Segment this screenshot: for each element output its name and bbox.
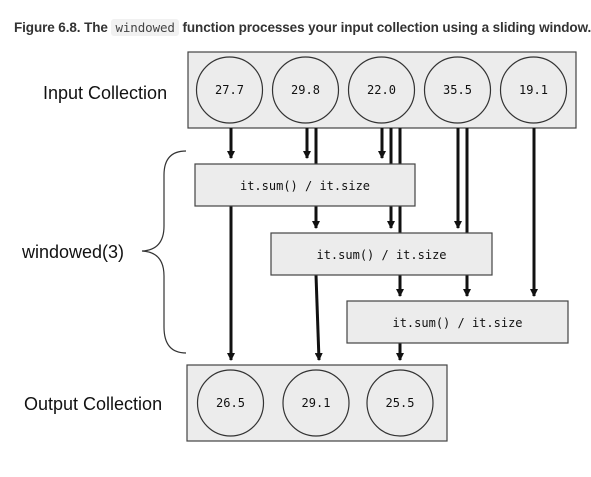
input-item: 27.7 — [195, 56, 264, 124]
input-collection-label: Input Collection — [43, 83, 167, 103]
caption-prefix: Figure 6.8. The — [14, 20, 108, 35]
caption-suffix: function processes your input collection… — [182, 20, 591, 35]
output-item: 26.5 — [196, 369, 265, 437]
output-collection: 26.5 29.1 25.5 — [186, 364, 448, 442]
input-value: 19.1 — [519, 83, 548, 97]
input-item: 35.5 — [423, 56, 492, 124]
input-value: 35.5 — [443, 83, 472, 97]
input-item: 19.1 — [499, 56, 568, 124]
input-collection: 27.7 29.8 22.0 35.5 19.1 — [187, 51, 577, 129]
output-value: 25.5 — [386, 396, 415, 410]
output-item: 29.1 — [282, 369, 350, 437]
windowed-label: windowed(3) — [21, 242, 124, 262]
window-op-box: it.sum() / it.size — [194, 163, 416, 207]
output-collection-label: Output Collection — [24, 394, 162, 414]
window-op-box: it.sum() / it.size — [346, 300, 569, 344]
input-value: 22.0 — [367, 83, 396, 97]
output-value: 26.5 — [216, 396, 245, 410]
input-value: 27.7 — [215, 83, 244, 97]
input-value: 29.8 — [291, 83, 320, 97]
window-op-box: it.sum() / it.size — [270, 232, 493, 276]
arrow — [314, 274, 323, 361]
figure-caption: Figure 6.8. The windowed function proces… — [14, 19, 591, 36]
caption-code: windowed — [111, 19, 179, 36]
output-item: 25.5 — [366, 369, 434, 437]
window-op-label: it.sum() / it.size — [316, 248, 446, 262]
window-op-label: it.sum() / it.size — [392, 316, 522, 330]
windowed-brace — [141, 150, 187, 354]
output-value: 29.1 — [302, 396, 331, 410]
input-item: 29.8 — [271, 56, 340, 124]
window-op-label: it.sum() / it.size — [240, 179, 370, 193]
input-item: 22.0 — [347, 56, 416, 124]
